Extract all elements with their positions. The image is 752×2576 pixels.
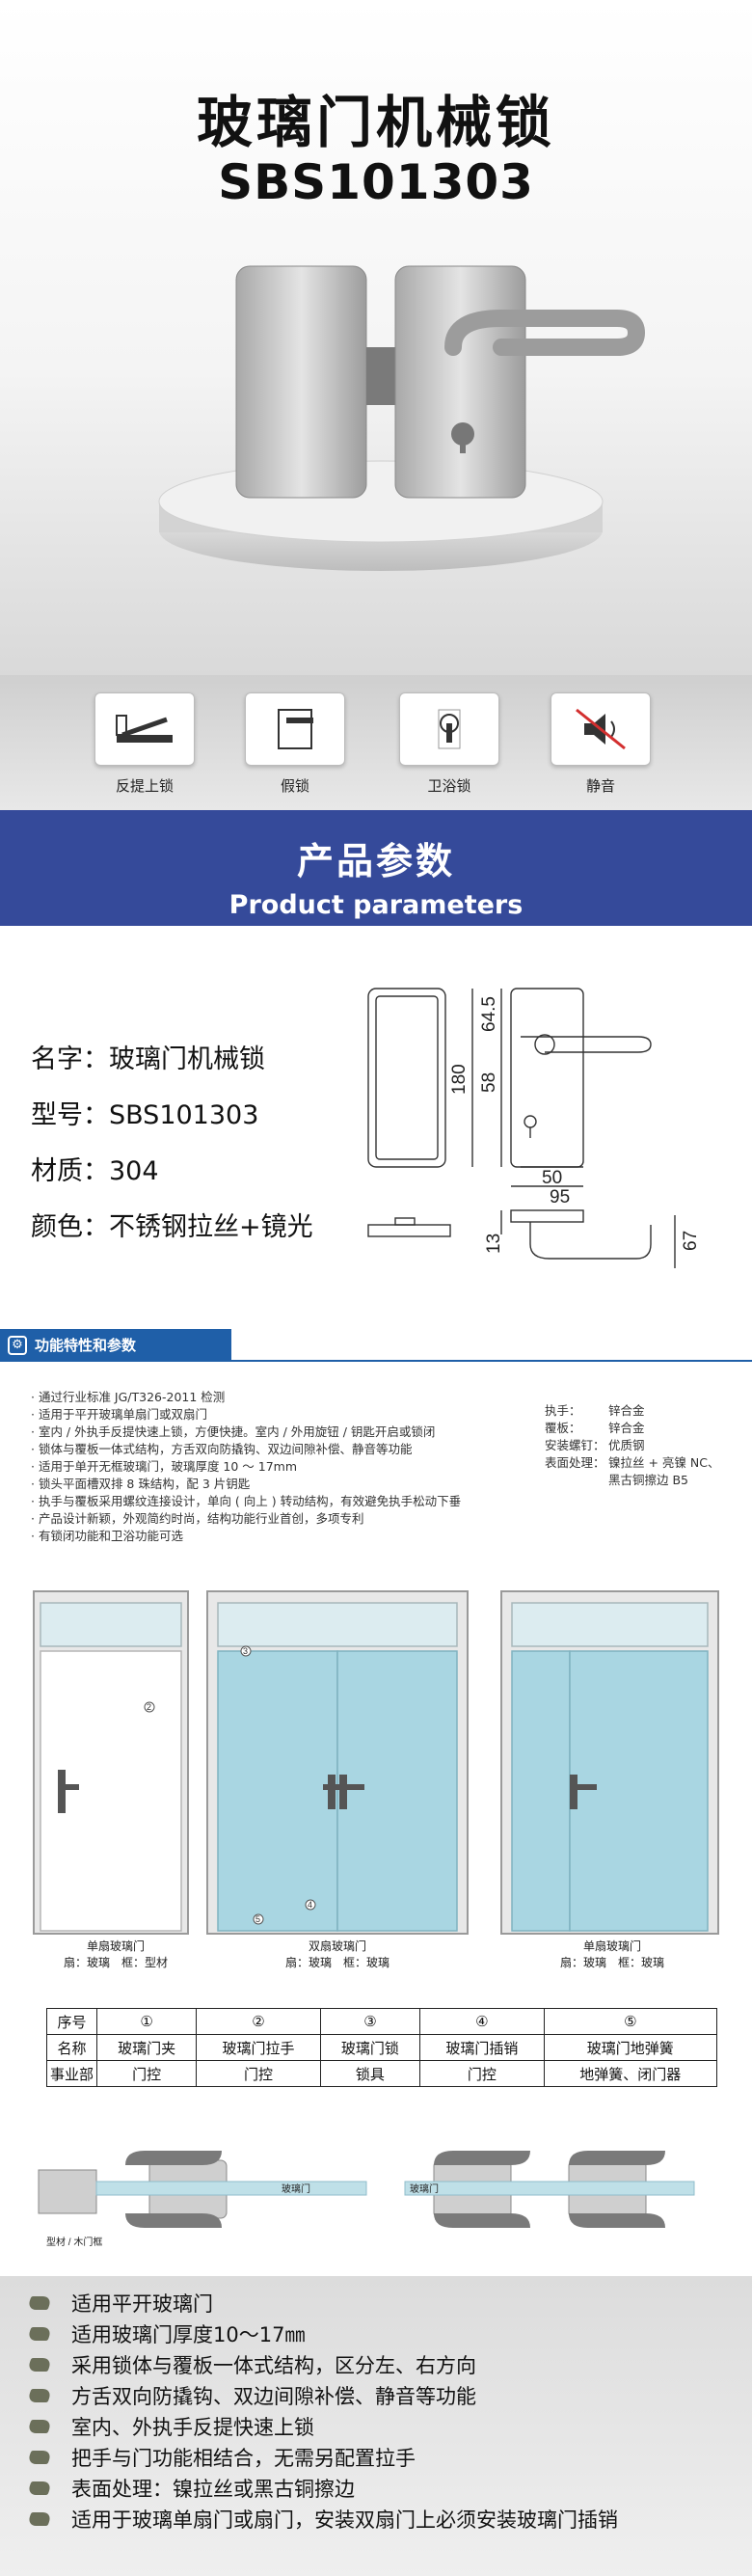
material-row: 执手：锌合金: [545, 1403, 645, 1418]
install-glass-label: 玻璃门: [282, 2183, 310, 2195]
door-marker: 5: [255, 1914, 260, 1924]
product-parameters-band: 产品参数 Product parameters: [0, 810, 752, 926]
leaf-bullet-icon: [26, 2327, 53, 2341]
feature-line: 室内 / 外执手反提快速上锁，方便快捷。室内 / 外用旋钮 / 钥匙开启或锁闭: [31, 1424, 461, 1441]
leaf-bullet-icon: [26, 2420, 53, 2433]
section-divider: [231, 1360, 752, 1362]
door-caption-single-glass: 单扇玻璃门 扇：玻璃 框：玻璃: [559, 1939, 664, 1969]
dim-w2: 95: [550, 1187, 570, 1207]
feature-lines: 通过行业标准 JG/T326-2011 检测 适用于平开玻璃单扇门或双扇门 室内…: [31, 1389, 461, 1545]
feature-mute: 静音: [548, 692, 654, 796]
product-title: 玻璃门机械锁: [196, 90, 555, 155]
lift-lock-icon: [94, 692, 195, 766]
hero-section: 玻璃门机械锁 SBS101303: [0, 0, 752, 675]
dim-w1: 50: [542, 1168, 562, 1188]
mute-icon: [551, 692, 651, 766]
door-marker: 2: [147, 1702, 151, 1712]
table-row: 序号 ① ② ③ ④ ⑤: [46, 2008, 718, 2035]
spec-material: 材质：304: [31, 1156, 159, 1186]
install-glass-label: 玻璃门: [410, 2183, 439, 2195]
list-item: 适用平开玻璃门: [0, 2288, 752, 2318]
dim-thick: 13: [484, 1234, 504, 1254]
list-item: 采用锁体与覆板一体式结构，区分左、右方向: [0, 2349, 752, 2380]
feature-line: 执手与覆板采用螺纹连接设计，单向 ( 向上 ) 转动结构，有效避免执手松动下垂: [31, 1493, 461, 1510]
list-item: 适用于玻璃单扇门或扇门，安装双扇门上必须安装玻璃门插销: [0, 2504, 752, 2535]
install-diagram: 型材 / 木门框 玻璃门 玻璃门: [38, 2151, 695, 2248]
material-row: 黑古铜擦边 B5: [608, 1473, 689, 1487]
product-image: [158, 265, 646, 571]
feature-bathroom-lock: 卫浴锁: [396, 692, 502, 796]
params-title-cn: 产品参数: [296, 840, 455, 882]
leaf-bullet-icon: [26, 2296, 53, 2310]
material-row: 表面处理：镍拉丝 + 亮镍 NC、: [545, 1455, 720, 1470]
params-title-en: Product parameters: [228, 890, 524, 920]
leaf-bullet-icon: [26, 2389, 53, 2402]
settings-icon: ⚙: [8, 1336, 27, 1355]
bottom-feature-points: 适用平开玻璃门 适用玻璃门厚度10～17㎜ 采用锁体与覆板一体式结构，区分左、右…: [0, 2276, 752, 2576]
feature-lift-lock: 反提上锁: [92, 692, 198, 796]
dummy-lock-icon: [245, 692, 345, 766]
door-caption-single-frame: 单扇玻璃门 扇：玻璃 框：型材: [63, 1939, 168, 1969]
list-item: 适用玻璃门厚度10～17㎜: [0, 2318, 752, 2349]
feature-line: 通过行业标准 JG/T326-2011 检测: [31, 1389, 461, 1406]
feature-line: 适用于单开无框玻璃门，玻璃厚度 10 ～ 17mm: [31, 1458, 461, 1476]
leaf-bullet-icon: [26, 2451, 53, 2464]
door-marker: 4: [308, 1900, 312, 1910]
feature-line: 适用于平开玻璃单扇门或双扇门: [31, 1406, 461, 1424]
spec-model: 型号：SBS101303: [31, 1100, 259, 1130]
dim-mid: 58: [479, 1072, 499, 1093]
list-item: 室内、外执手反提快速上锁: [0, 2411, 752, 2442]
dim-handle: 67: [681, 1231, 701, 1251]
spec-list: 名字：玻璃门机械锁 型号：SBS101303 材质：304 颜色：不锈钢拉丝+镜…: [31, 1032, 313, 1256]
features-section-header: 功能特性和参数: [0, 1329, 231, 1362]
feature-line: 产品设计新颖，外观简约时尚，结构功能行业首创，多项专利: [31, 1510, 461, 1528]
material-row: 覆板：锌合金: [545, 1421, 645, 1435]
table-row: 事业部 门控 门控 锁具 门控 地弹簧、闭门器: [46, 2060, 718, 2087]
list-item: 表面处理：镍拉丝或黑古铜擦边: [0, 2473, 752, 2504]
spec-color: 颜色：不锈钢拉丝+镜光: [31, 1212, 313, 1242]
door-marker: 3: [243, 1646, 248, 1656]
list-item: 把手与门功能相结合，无需另配置拉手: [0, 2442, 752, 2473]
material-row: 安装螺钉：优质钢: [545, 1438, 645, 1452]
leaf-bullet-icon: [26, 2358, 53, 2372]
spec-name: 名字：玻璃门机械锁: [31, 1044, 265, 1074]
feature-line: 锁体与覆板一体式结构，方舌双向防撬钩、双边间隙补偿、静音等功能: [31, 1441, 461, 1458]
door-illustrations: 3 2 4 5: [33, 1590, 719, 1935]
leaf-bullet-icon: [26, 2512, 53, 2526]
table-row: 名称 玻璃门夹 玻璃门拉手 玻璃门锁 玻璃门插销 玻璃门地弹簧: [46, 2034, 718, 2061]
leaf-bullet-icon: [26, 2481, 53, 2495]
dimension-diagram: 180 64.5 58 50 95 13 67: [367, 988, 701, 1268]
door-caption-double: 双扇玻璃门 扇：玻璃 框：玻璃: [284, 1939, 389, 1969]
feature-line: 锁头平面槽双排 8 珠结构，配 3 片钥匙: [31, 1476, 461, 1493]
dim-upper: 64.5: [479, 996, 499, 1032]
install-frame-label: 型材 / 木门框: [46, 2236, 102, 2248]
dim-height: 180: [449, 1064, 470, 1095]
product-model: SBS101303: [218, 154, 534, 210]
materials-list: 执手：锌合金 覆板：锌合金 安装螺钉：优质钢 表面处理：镍拉丝 + 亮镍 NC、…: [545, 1402, 719, 1489]
list-item: 方舌双向防撬钩、双边间隙补偿、静音等功能: [0, 2380, 752, 2411]
feature-line: 有锁闭功能和卫浴功能可选: [31, 1528, 461, 1545]
parts-table: 序号 ① ② ③ ④ ⑤ 名称 玻璃门夹 玻璃门拉手 玻璃门锁 玻璃门插销 玻璃…: [46, 2008, 718, 2087]
bathroom-lock-icon: [399, 692, 499, 766]
feature-icon-bar: 反提上锁 假锁 卫浴锁 静音: [0, 675, 752, 810]
feature-dummy-lock: 假锁: [242, 692, 348, 796]
